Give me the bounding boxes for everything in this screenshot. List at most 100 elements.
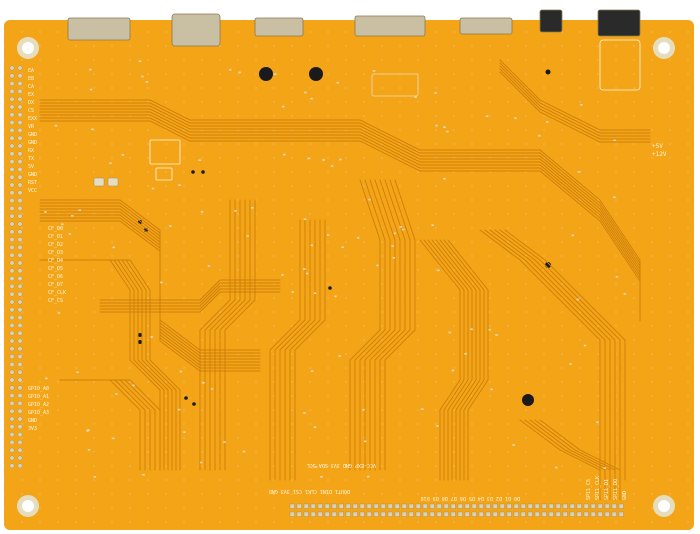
smd-pad (138, 60, 142, 62)
trace (479, 229, 601, 481)
left-pin (9, 244, 15, 250)
smd-pad (246, 235, 250, 237)
left-lower-label: GPIO_A1 (28, 394, 49, 400)
smd-pad (141, 75, 144, 78)
smd-pad (431, 224, 434, 226)
bottom-pin (303, 511, 309, 517)
left-pin (17, 354, 23, 359)
left-mid-label: CF_D0 (48, 226, 63, 232)
smd-pad (54, 124, 58, 127)
right-top-silk: +5V +12V (652, 143, 667, 158)
trace (369, 179, 401, 471)
left-pin (17, 338, 23, 344)
bottom-pin (436, 511, 442, 517)
smd-pad (150, 336, 153, 338)
bottom-pin (394, 511, 400, 517)
smd-pad (414, 96, 417, 98)
smd-pad (71, 214, 74, 217)
left-pin (17, 400, 23, 406)
bottom-pin (611, 511, 617, 517)
smd-pad (251, 207, 254, 209)
left-header-label: GND (28, 172, 37, 178)
trace (499, 71, 651, 143)
bottom-pin (289, 511, 295, 517)
bottom-pin (359, 511, 365, 517)
smd-pad (291, 291, 295, 293)
smd-pad (392, 257, 395, 259)
smd-pad (207, 265, 211, 267)
bottom-pin (394, 503, 400, 509)
trace (423, 239, 465, 481)
trace (349, 179, 381, 471)
left-pin (9, 447, 15, 453)
bottom-pin (478, 503, 484, 509)
left-mid-label: CF_CLK (48, 290, 66, 296)
left-lower-label: GPIO_A3 (28, 410, 49, 416)
left-pin (17, 96, 23, 102)
smd-pad (613, 139, 616, 142)
left-lower-label: GND (28, 418, 37, 424)
bottom-pin (590, 511, 596, 517)
left-pin (17, 369, 23, 375)
smd-pad (555, 466, 558, 469)
trace (39, 99, 641, 301)
left-pin (17, 135, 23, 141)
smd-pad (421, 408, 424, 410)
left-mid-label: CF_D2 (48, 242, 63, 248)
left-pin (9, 432, 15, 437)
bottom-pin (478, 511, 484, 517)
trace (59, 259, 181, 471)
smd-pad (330, 165, 334, 167)
left-pin (17, 174, 23, 180)
left-pin (9, 322, 15, 328)
left-pin (17, 377, 23, 383)
bottom-pin (373, 503, 379, 509)
smd-pad (615, 276, 619, 278)
bottom-pin (576, 511, 582, 517)
smd-pad (434, 92, 437, 94)
bottom-pin (380, 503, 386, 509)
bottom-pin (387, 503, 393, 509)
smd-pad (305, 272, 309, 275)
left-pin (9, 127, 15, 133)
left-pin (17, 322, 23, 328)
bottom-pin (331, 503, 337, 509)
left-pin (9, 338, 15, 344)
trace (39, 105, 641, 307)
smd-pad (448, 331, 452, 334)
left-pin (17, 393, 23, 398)
smd-pad (87, 449, 91, 451)
left-mid-label: CF_D5 (48, 266, 63, 272)
bottom-pin (569, 511, 575, 517)
bottom-pin (331, 511, 337, 517)
trace (99, 285, 281, 307)
bottom-pin (296, 511, 302, 517)
left-pin (9, 182, 15, 188)
left-pin (9, 463, 15, 469)
smd-pad (68, 233, 72, 235)
trace (384, 179, 416, 471)
left-header-label: DX (28, 100, 34, 106)
left-pin (17, 237, 23, 243)
smd-pad (183, 431, 186, 433)
smd-pad (160, 281, 163, 284)
bottom-pin (345, 503, 351, 509)
left-pin (9, 291, 15, 297)
bottom-pin (548, 511, 554, 517)
trace (494, 229, 616, 481)
smd-pad (443, 177, 446, 180)
left-pin (17, 81, 23, 87)
left-pin (17, 120, 23, 126)
bottom-pin (520, 503, 526, 509)
smd-pad (132, 384, 135, 387)
bottom-pin (562, 511, 568, 517)
trace (39, 108, 641, 310)
smd-pad (363, 440, 367, 443)
left-pin (17, 408, 23, 414)
right-bottom-label: SPI1_DO (613, 479, 619, 500)
smd-pad (112, 246, 115, 249)
smd-pad (320, 476, 323, 478)
bottom-pin (555, 511, 561, 517)
trace (79, 379, 161, 471)
left-header-label: VR (28, 124, 35, 130)
